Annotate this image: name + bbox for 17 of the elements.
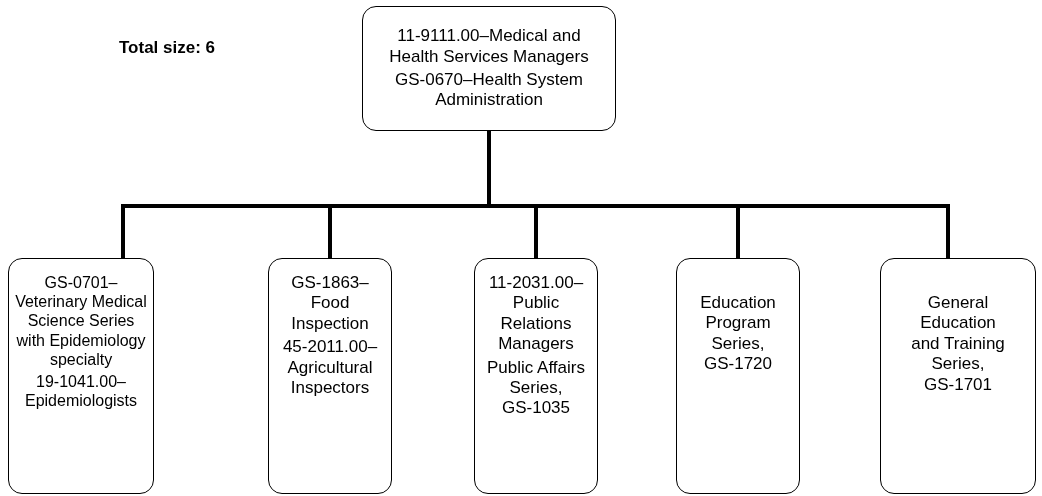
org-box [268, 258, 392, 494]
org-box [676, 258, 800, 494]
box-text: GS-1863–Food Inspection [290, 273, 370, 335]
total-size-label: Total size: 6 [119, 38, 216, 58]
box-text: 45-2011.00–Agricultural Inspectors [281, 337, 379, 399]
box-text: GS-0670–Health System Administration [393, 70, 585, 111]
box-text: 11-9111.00–Medical and Health Services Managers [388, 26, 590, 67]
org-box [880, 258, 1036, 494]
box-text: Education Program Series, GS-1720 [699, 293, 777, 375]
box-text: General Education and Training Series, GS-1701 [910, 293, 1006, 395]
box-text: 19-1041.00–Epidemiologists [23, 371, 139, 411]
box-text: GS-0701–Veterinary Medical Science Series with Epidemiology specialty [14, 273, 148, 369]
box-text: Public Affairs Series, GS-1035 [486, 357, 586, 419]
org-box [474, 258, 598, 494]
box-text: 11-2031.00–Public Relations Managers [487, 273, 585, 355]
org-box [362, 6, 616, 131]
org-box [8, 258, 154, 494]
